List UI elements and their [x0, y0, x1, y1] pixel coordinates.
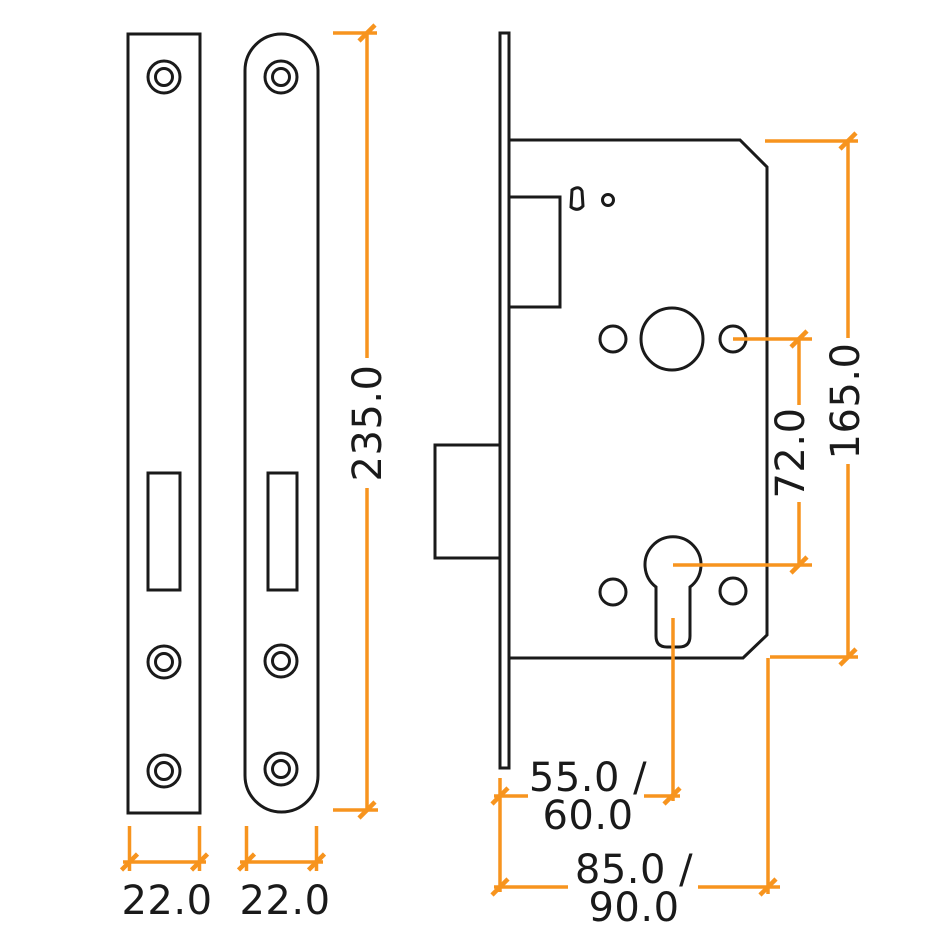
dimension-lines: [123, 31, 858, 894]
euro-cylinder-hole: [643, 535, 703, 649]
dim-line-square-plate-width: [123, 826, 206, 871]
dim-tick-icon: [758, 877, 778, 897]
dim-line-case-height: [765, 139, 858, 659]
dimension-tick-marks: [119, 23, 858, 897]
dim-tick-icon: [357, 800, 377, 820]
dim-label-plate-height: 235.0: [345, 364, 391, 482]
dim-tick-icon: [838, 131, 858, 151]
radius-faceplate-outline: [243, 32, 320, 814]
screw-hole-icon: [154, 761, 174, 781]
latchbolt: [507, 195, 562, 309]
screw-hole-icon: [154, 67, 174, 87]
screw-hole-icon: [154, 652, 174, 672]
screw-hole-icon: [146, 644, 182, 680]
spindle-follower-hole: [639, 306, 705, 372]
screw-hole-icon: [146, 59, 182, 95]
lock-case-outline: [507, 138, 769, 660]
dim-line-backset: [494, 618, 680, 892]
latch-cutout: [146, 471, 182, 592]
screw-hole-icon: [263, 643, 299, 679]
dim-label-backset-line2: 60.0: [542, 793, 634, 839]
screw-hole-icon: [271, 759, 291, 779]
fixing-hole-icon: [718, 576, 748, 606]
screw-hole-icon: [146, 753, 182, 789]
dim-label-centres: 72.0: [768, 407, 814, 499]
pin-hole-icon: [601, 193, 615, 207]
dim-tick-icon: [789, 555, 809, 575]
dim-label-case-depth-line1: 85.0 /: [574, 847, 694, 893]
radius-end-faceplate: [243, 32, 320, 814]
square-end-faceplate: [126, 32, 202, 815]
screw-hole-icon: [263, 751, 299, 787]
forend-faceplate: [498, 31, 511, 770]
dim-tick-icon: [490, 786, 510, 806]
dim-tick-icon: [119, 852, 140, 872]
deadbolt: [433, 443, 502, 560]
dim-tick-icon: [306, 852, 327, 872]
dim-label-square-plate-width: 22.0: [121, 878, 213, 924]
fixing-hole-icon: [598, 577, 628, 607]
dim-label-radius-plate-width: 22.0: [239, 878, 331, 924]
dim-tick-icon: [789, 329, 809, 349]
screw-hole-icon: [271, 651, 291, 671]
dim-tick-icon: [838, 647, 858, 667]
dim-line-centres: [673, 337, 812, 567]
dim-label-case-depth: 85.0 / 90.0: [574, 847, 694, 931]
dim-tick-icon: [662, 786, 682, 806]
dim-line-radius-plate-width: [240, 826, 323, 871]
dim-label-backset: 55.0 / 60.0: [528, 755, 648, 839]
screw-hole-icon: [271, 67, 291, 87]
stop-snib-detail: [569, 186, 585, 211]
screw-hole-icon: [263, 59, 299, 95]
dim-tick-icon: [357, 23, 377, 43]
square-faceplate-outline: [126, 32, 202, 815]
dim-label-case-depth-line2: 90.0: [588, 885, 680, 931]
lock-case-side-view: [433, 31, 769, 770]
dim-label-backset-line1: 55.0 /: [528, 755, 648, 801]
dim-tick-icon: [490, 877, 510, 897]
dim-label-case-height: 165.0: [823, 342, 869, 460]
fixing-hole-icon: [598, 324, 628, 354]
latch-cutout: [266, 471, 299, 592]
dim-line-plate-height: [333, 31, 378, 812]
dim-tick-icon: [189, 852, 210, 872]
dim-tick-icon: [236, 852, 257, 872]
